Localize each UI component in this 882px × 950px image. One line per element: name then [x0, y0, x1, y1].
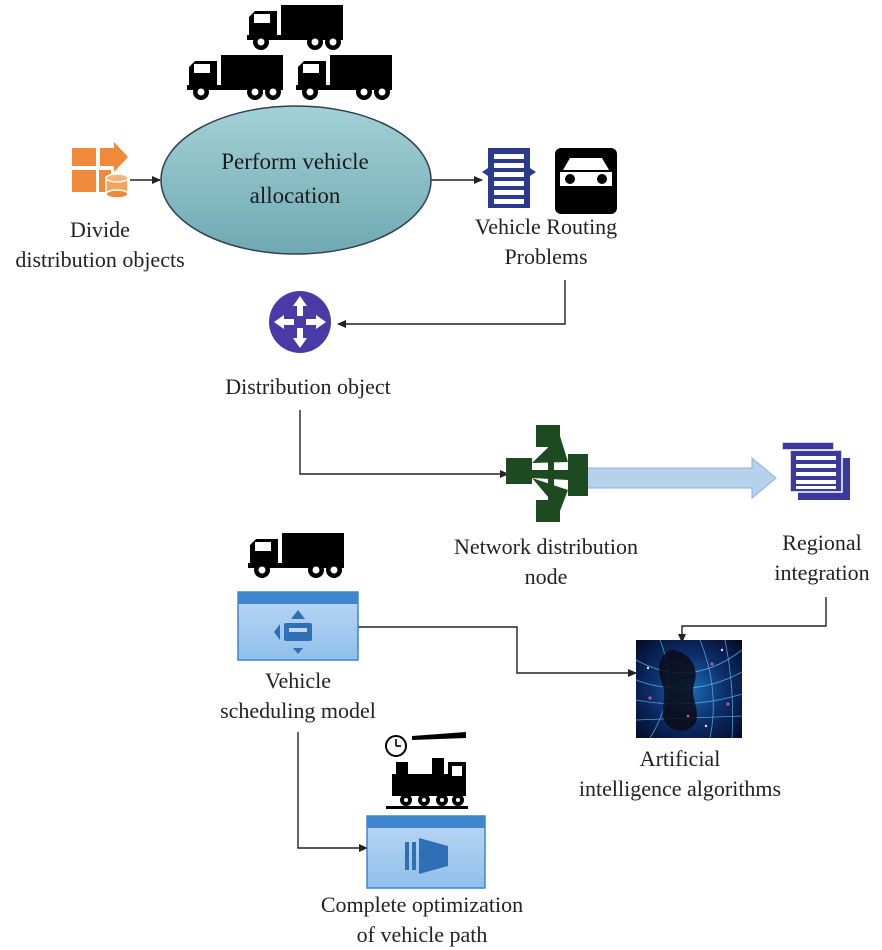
scheduling-panel-icon	[237, 591, 359, 661]
optimization-panel-icon	[366, 815, 486, 889]
scheduling-label: Vehicle scheduling model	[220, 668, 376, 723]
router-icon	[269, 291, 331, 353]
allocation-ellipse	[160, 105, 432, 255]
connectors	[130, 176, 827, 852]
routing-label: Vehicle Routing Problems	[474, 214, 618, 269]
truck-front-icon	[555, 148, 617, 214]
arrow-routing-to-distribution-object	[337, 280, 566, 328]
truck-icon	[248, 533, 344, 578]
truck-fleet-icon	[187, 5, 392, 100]
regional-label: Regional integration	[774, 530, 870, 585]
arrow-distribution-object-to-network-node	[299, 410, 509, 478]
network-node-label: Network distribution node	[454, 534, 638, 589]
routing-list-icon	[482, 148, 536, 208]
arrow-scheduling-to-optimization	[297, 732, 368, 852]
arrow-regional-to-ai	[678, 597, 827, 643]
arrow-scheduling-to-ai	[358, 626, 637, 677]
divide-label: Divide distribution objects	[15, 217, 185, 272]
stacked-lists-icon	[781, 441, 850, 500]
ai-label: Artificial intelligence algorithms	[578, 746, 782, 801]
locomotive-icon	[385, 732, 468, 809]
ai-brain-image	[635, 639, 743, 739]
distribution-object-label: Distribution object	[225, 374, 391, 399]
allocation-label: Perform vehicle allocation	[221, 149, 369, 208]
network-node-icon	[506, 425, 588, 522]
database-shapes-icon	[72, 142, 129, 199]
optimization-label: Complete optimization of vehicle path	[320, 892, 524, 947]
network-to-regional-arrow	[583, 456, 777, 500]
